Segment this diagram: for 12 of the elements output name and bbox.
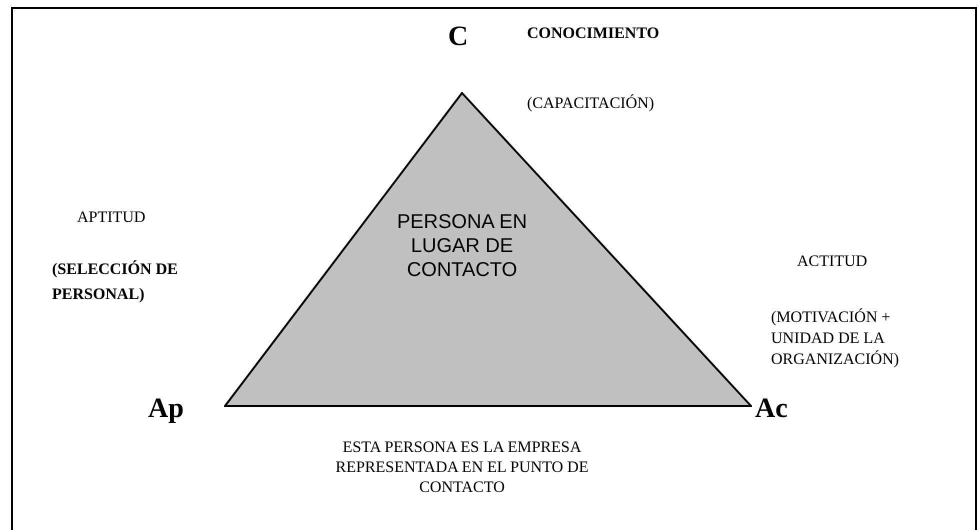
- triangle-text: PERSONA EN LUGAR DE CONTACTO: [396, 210, 528, 282]
- factor-title: CONOCIMIENTO: [527, 24, 660, 44]
- triangle-shape: [224, 92, 752, 407]
- vertex-label: Ac: [755, 392, 788, 426]
- note-text: ESTA PERSONA ES LA EMPRESA REPRESENTADA EN EL PUNTO DE CONTACTO: [334, 438, 590, 498]
- factor-title: APTITUD: [77, 208, 146, 228]
- factor-title: ACTITUD: [797, 252, 868, 272]
- vertex-label: Ap: [148, 392, 184, 426]
- factor-description: (MOTIVACIÓN + UNIDAD DE LA ORGANIZACIÓN): [771, 308, 900, 370]
- factor-description: (SELECCIÓN DE PERSONAL): [52, 259, 179, 305]
- factor-description: (CAPACITACIÓN): [527, 93, 654, 114]
- vertex-label: C: [448, 20, 468, 54]
